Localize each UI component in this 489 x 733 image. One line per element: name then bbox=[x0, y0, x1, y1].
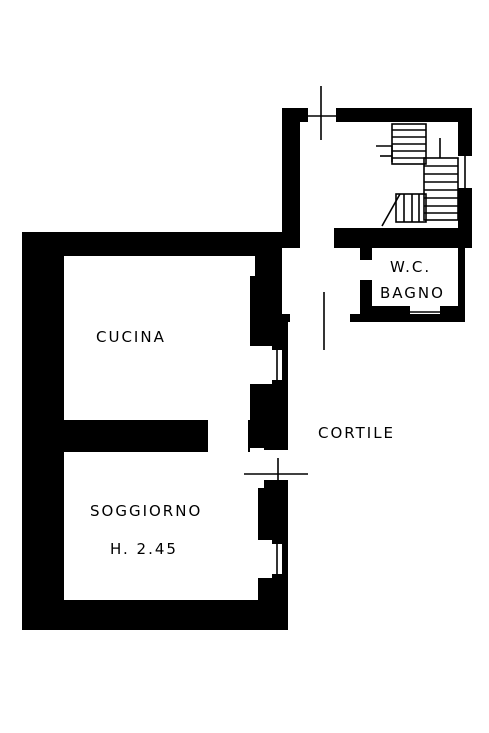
label-soggiorno: SOGGIORNO bbox=[90, 502, 202, 520]
wc-window bbox=[410, 306, 440, 314]
label-wc: W.C. bbox=[390, 258, 431, 276]
corridor-exit-opening bbox=[290, 312, 350, 322]
wc-door-opening bbox=[358, 260, 374, 280]
stair-flight-lower bbox=[423, 157, 459, 221]
living-window-niche bbox=[250, 540, 272, 578]
corridor-floor bbox=[282, 248, 360, 314]
door-to-courtyard-opening bbox=[264, 450, 288, 480]
wc-floor bbox=[372, 248, 458, 306]
kitchen-window-niche bbox=[250, 346, 272, 384]
courtyard-cutout bbox=[288, 322, 489, 733]
label-cortile: CORTILE bbox=[318, 424, 395, 442]
door-to-courtyard-niche bbox=[250, 448, 264, 488]
label-room-height: H. 2.45 bbox=[110, 540, 178, 558]
stair-diagonal bbox=[381, 193, 401, 227]
label-bagno: BAGNO bbox=[380, 284, 445, 302]
stair-hall-floor bbox=[300, 122, 458, 232]
staircase bbox=[376, 123, 459, 227]
east-wall bbox=[250, 316, 288, 628]
main-block-walls bbox=[22, 232, 290, 630]
kitchen-floor bbox=[64, 256, 250, 420]
stair-block bbox=[282, 108, 472, 250]
section-marks bbox=[244, 86, 325, 492]
label-cucina: CUCINA bbox=[96, 328, 166, 346]
stair-hall-opening bbox=[300, 228, 334, 250]
bathroom-block bbox=[255, 236, 465, 322]
internal-door-opening bbox=[208, 418, 248, 454]
living-room-floor bbox=[64, 452, 258, 600]
stair-window-top bbox=[308, 108, 336, 122]
stair-partition bbox=[334, 228, 458, 238]
stair-flight-bottom bbox=[395, 193, 427, 223]
courtyard-area bbox=[288, 322, 489, 733]
